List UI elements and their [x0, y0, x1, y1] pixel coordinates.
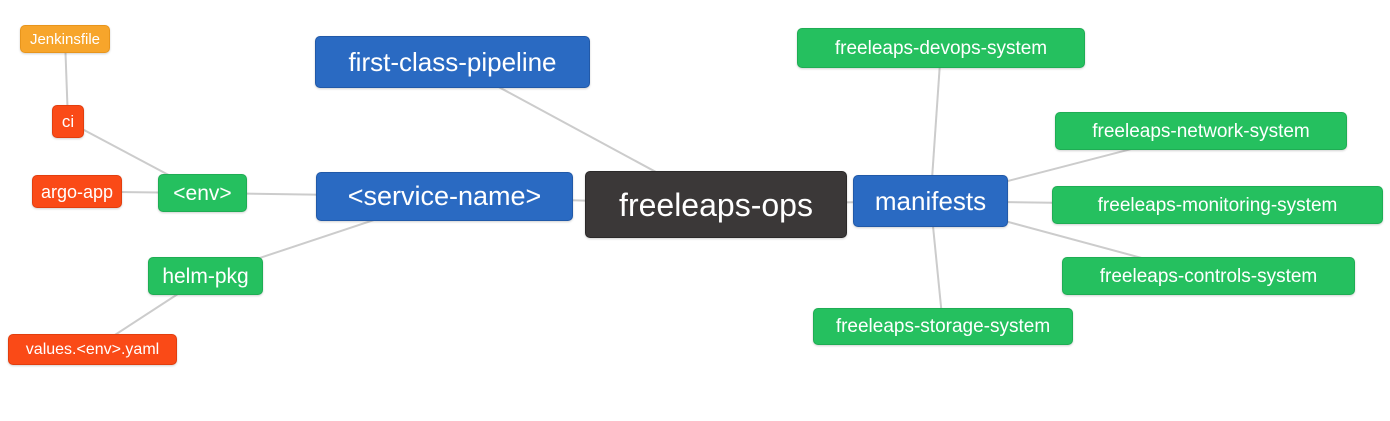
node-values-yaml[interactable]: values.<env>.yaml — [8, 334, 177, 365]
node-helm-pkg[interactable]: helm-pkg — [148, 257, 263, 295]
node-jenkinsfile[interactable]: Jenkinsfile — [20, 25, 110, 53]
node-controls[interactable]: freeleaps-controls-system — [1062, 257, 1355, 295]
node-ops[interactable]: freeleaps-ops — [585, 171, 847, 238]
node-env[interactable]: <env> — [158, 174, 247, 212]
node-network[interactable]: freeleaps-network-system — [1055, 112, 1347, 150]
node-storage[interactable]: freeleaps-storage-system — [813, 308, 1073, 345]
node-ci[interactable]: ci — [52, 105, 84, 138]
node-service-name[interactable]: <service-name> — [316, 172, 573, 221]
node-devops[interactable]: freeleaps-devops-system — [797, 28, 1085, 68]
node-manifests[interactable]: manifests — [853, 175, 1008, 227]
node-pipeline[interactable]: first-class-pipeline — [315, 36, 590, 88]
node-argo-app[interactable]: argo-app — [32, 175, 122, 208]
node-monitoring[interactable]: freeleaps-monitoring-system — [1052, 186, 1383, 224]
